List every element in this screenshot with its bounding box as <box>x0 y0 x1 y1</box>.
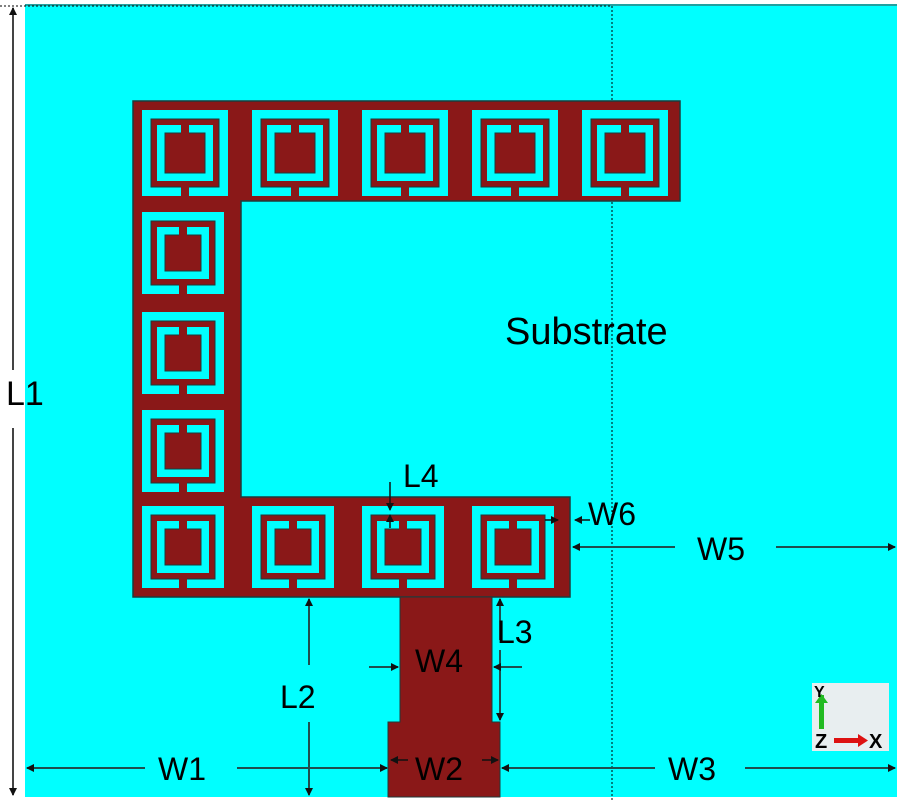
inner-ring-gap <box>179 226 187 236</box>
inner-ring-gap <box>289 520 297 530</box>
feedline-body <box>387 596 501 798</box>
dim-L1-label: L1 <box>6 375 44 413</box>
inner-ring-center <box>274 528 312 566</box>
outer-ring-gap <box>291 186 299 197</box>
inner-ring-center <box>384 132 426 174</box>
inner-ring-center <box>494 528 532 566</box>
srr-cell <box>472 110 558 197</box>
srr-cell <box>582 110 668 197</box>
dim-W5-label: W5 <box>697 531 745 567</box>
dim-W3-label: W3 <box>668 751 716 787</box>
feedline <box>387 596 501 798</box>
inner-ring-center <box>164 234 202 272</box>
srr-cell <box>142 312 224 395</box>
outer-ring-gap <box>621 186 629 197</box>
outer-ring-gap <box>511 186 519 197</box>
outer-ring-gap <box>179 384 187 395</box>
axis-z-label: Z <box>815 731 827 753</box>
axis-triad: Y X Z <box>812 683 889 753</box>
inner-ring-center <box>164 132 206 174</box>
inner-ring-center <box>274 132 316 174</box>
dim-L4-label: L4 <box>403 458 439 494</box>
srr-cell <box>252 506 334 589</box>
inner-ring-gap <box>509 520 517 530</box>
srr-cell <box>142 410 224 493</box>
axis-y-arrow-icon <box>815 694 828 729</box>
dimension-annotations: L1 W1 W2 W3 L2 L3 W4 L4 W6 <box>6 7 896 796</box>
axis-x-label: X <box>869 731 883 753</box>
inner-ring-gap <box>179 424 187 434</box>
inner-ring-gap <box>181 124 189 134</box>
axis-x-arrow-icon <box>834 734 868 747</box>
dim-L2-label: L2 <box>280 679 316 715</box>
srr-cell <box>142 110 228 197</box>
inner-ring-gap <box>401 124 409 134</box>
dim-W1-label: W1 <box>158 751 206 787</box>
inner-ring-gap <box>399 520 407 530</box>
outer-ring-gap <box>509 578 517 589</box>
outer-ring-gap <box>289 578 297 589</box>
inner-ring-gap <box>179 520 187 530</box>
inner-ring-center <box>384 528 422 566</box>
inner-ring-center <box>494 132 536 174</box>
inner-ring-gap <box>511 124 519 134</box>
outer-ring-gap <box>179 578 187 589</box>
dim-W6-label: W6 <box>588 496 636 532</box>
inner-ring-gap <box>291 124 299 134</box>
dim-L3-label: L3 <box>497 614 533 650</box>
axis-y-label: Y <box>814 684 825 701</box>
srr-cell <box>142 506 224 589</box>
outer-ring-gap <box>179 482 187 493</box>
outer-ring-gap <box>401 186 409 197</box>
srr-cells <box>142 110 668 589</box>
outer-ring-gap <box>399 578 407 589</box>
dim-W4-label: W4 <box>415 643 463 679</box>
dim-W2-label: W2 <box>415 751 463 787</box>
outer-ring-gap <box>181 186 189 197</box>
inner-ring-gap <box>621 124 629 134</box>
inner-ring-center <box>164 432 202 470</box>
outer-ring-gap <box>179 284 187 295</box>
substrate-label: Substrate <box>505 311 668 353</box>
inner-ring-gap <box>179 326 187 336</box>
srr-cell <box>472 506 554 589</box>
srr-cell <box>362 506 444 589</box>
inner-ring-center <box>164 334 202 372</box>
srr-cell <box>362 110 448 197</box>
srr-cell <box>252 110 338 197</box>
srr-cell <box>142 212 224 295</box>
inner-ring-center <box>164 528 202 566</box>
inner-ring-center <box>604 132 646 174</box>
